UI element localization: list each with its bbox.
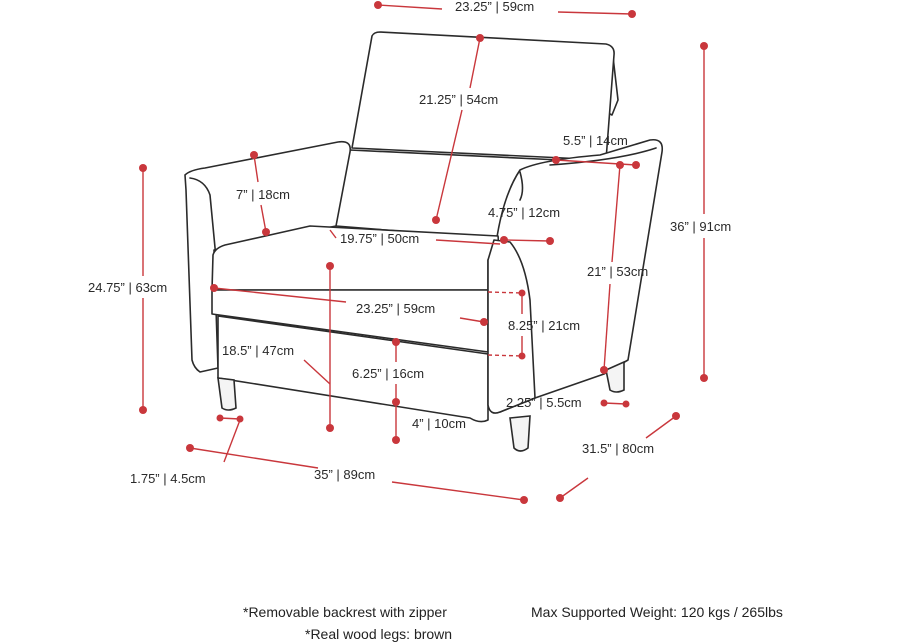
label-cushion-height: 8.25” | 21cm [508,318,580,333]
label-arm-inner: 4.75” | 12cm [488,205,560,220]
dimension-lines [139,1,708,504]
dimension-labels: 23.25” | 59cm 21.25” | 54cm 5.5” | 14cm … [88,0,731,486]
left-arm [184,140,352,373]
label-base-height: 6.25” | 16cm [352,366,424,381]
label-seat-height: 18.5” | 47cm [222,343,294,358]
label-arm-side-height: 21” | 53cm [587,264,648,279]
label-leg-height: 4” | 10cm [412,416,466,431]
leg-front-left [217,377,237,411]
leg-front-right [509,415,531,452]
label-seat-width: 23.25” | 59cm [356,301,435,316]
chair-base [217,315,489,423]
right-arm-front [487,239,536,414]
label-overall-width: 35” | 89cm [314,467,375,482]
label-overall-depth: 31.5” | 80cm [582,441,654,456]
label-seat-depth: 19.75” | 50cm [340,231,419,246]
armchair-drawing [184,31,664,452]
backrest [351,31,615,161]
label-leg-front: 1.75” | 4.5cm [130,471,206,486]
label-leg-width: 2.25” | 5.5cm [506,395,582,410]
note-max-weight: Max Supported Weight: 120 kgs / 265lbs [531,604,783,620]
label-arm-width: 5.5” | 14cm [563,133,628,148]
note-wood-legs: *Real wood legs: brown [305,626,453,642]
label-back-height: 21.25” | 54cm [419,92,498,107]
leg-back-right [605,360,625,393]
label-arm-drop: 7” | 18cm [236,187,290,202]
label-arm-height: 24.75” | 63cm [88,280,167,295]
note-removable-backrest: *Removable backrest with zipper [243,604,447,620]
label-overall-height: 36” | 91cm [670,219,731,234]
label-top-width: 23.25” | 59cm [455,0,534,14]
